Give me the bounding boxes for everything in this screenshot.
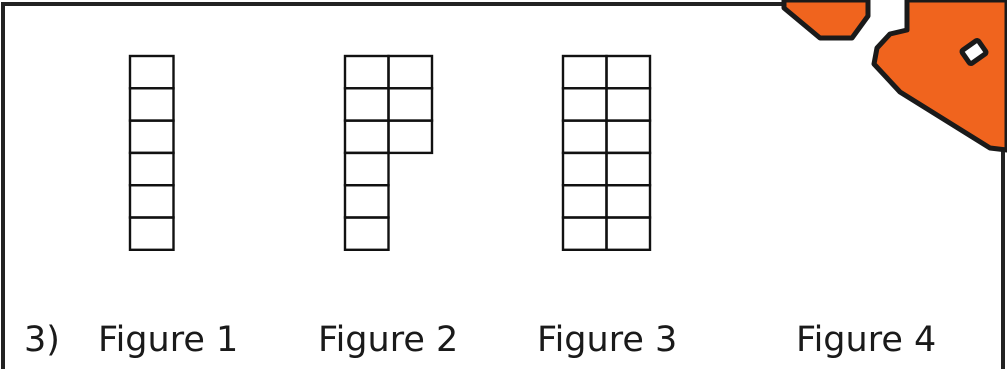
square (128, 119, 175, 155)
brand-logo (781, 0, 1007, 153)
square (128, 216, 175, 251)
figure-2-label: Figure 2 (318, 320, 459, 360)
square (128, 87, 175, 122)
panel-border (1, 2, 790, 369)
square (561, 151, 608, 187)
square (561, 87, 608, 122)
square (605, 183, 652, 219)
square (343, 87, 390, 122)
square (561, 119, 608, 155)
square (343, 183, 390, 219)
figure-grids (128, 54, 652, 251)
square (343, 119, 390, 155)
figure-3-grid (561, 54, 652, 251)
figure-1-grid (128, 54, 175, 251)
square (343, 54, 390, 90)
square (561, 216, 608, 251)
logo-window (959, 37, 989, 67)
question-number: 3) (24, 320, 60, 360)
square (605, 87, 652, 122)
logo-block-left (781, 0, 871, 41)
square (343, 216, 390, 251)
square (387, 54, 434, 90)
square (343, 151, 390, 187)
square (605, 119, 652, 155)
square (387, 87, 434, 122)
square (605, 54, 652, 90)
square (128, 183, 175, 219)
square (128, 54, 175, 90)
figure-3-label: Figure 3 (537, 320, 678, 360)
square (387, 119, 434, 155)
square (605, 216, 652, 251)
square (561, 183, 608, 219)
logo-block-right (871, 0, 1007, 153)
square (561, 54, 608, 90)
square (128, 151, 175, 187)
figure-1-label: Figure 1 (98, 320, 239, 360)
figure-4-label: Figure 4 (796, 320, 937, 360)
square (605, 151, 652, 187)
figure-2-grid (343, 54, 434, 251)
